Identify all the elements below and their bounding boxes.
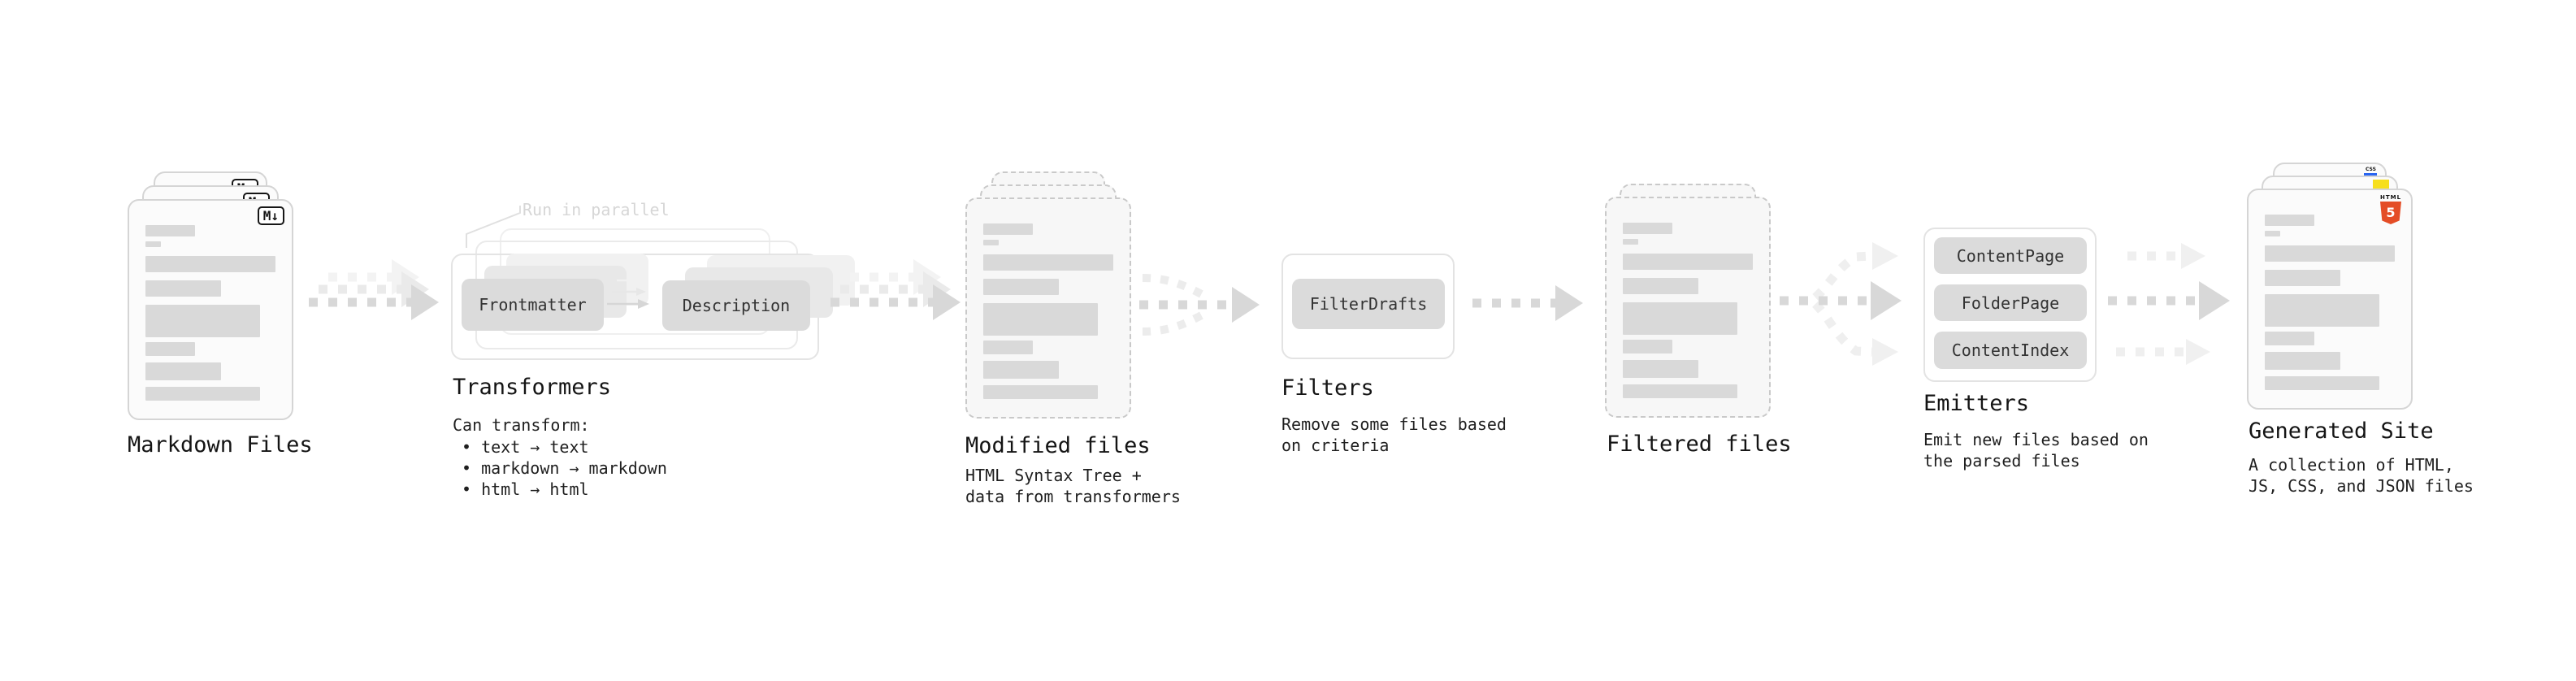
desc-line: JS, CSS, and JSON files <box>2249 476 2474 496</box>
html5-icon: HTML 5 <box>2380 194 2401 224</box>
annotation-connector-line <box>466 206 521 248</box>
stage-title-filters: Filters <box>1281 375 1374 401</box>
stage-title-transformers: Transformers <box>453 375 612 400</box>
modified-file-card-front <box>965 197 1131 419</box>
skeleton-bar <box>2265 245 2395 262</box>
skeleton-text-bars <box>2265 215 2395 390</box>
javascript-icon <box>2373 180 2389 190</box>
skeleton-bar <box>983 223 1033 235</box>
arrow-modified-to-filters <box>1139 274 1260 336</box>
skeleton-bar <box>983 240 1000 245</box>
skeleton-bar <box>1623 384 1737 398</box>
stage-title-filtered-files: Filtered files <box>1607 432 1792 457</box>
skeleton-bar <box>983 340 1033 354</box>
filtered-file-card-front <box>1605 197 1771 418</box>
filters-desc: Remove some files based on criteria <box>1281 414 1507 456</box>
skeleton-bar <box>983 361 1059 379</box>
skeleton-bar <box>145 256 275 272</box>
desc-line: the parsed files <box>1923 451 2080 471</box>
bullet-item: • markdown → markdown <box>462 458 667 478</box>
skeleton-bar <box>145 305 260 337</box>
skeleton-bar <box>983 254 1113 271</box>
run-in-parallel-annotation: Run in parallel <box>523 200 670 219</box>
bullet-item: • text → text <box>462 437 589 457</box>
markdown-icon: M↓ <box>257 206 284 225</box>
skeleton-bar <box>983 279 1059 295</box>
emitters-desc: Emit new files based on the parsed files <box>1923 429 2149 471</box>
skeleton-bar <box>145 225 195 236</box>
modified-files-desc: HTML Syntax Tree + data from transformer… <box>965 465 1181 507</box>
skeleton-bar <box>2265 332 2314 345</box>
skeleton-bar <box>1623 360 1698 378</box>
skeleton-bar <box>983 303 1098 336</box>
skeleton-bar <box>145 342 195 356</box>
skeleton-bar <box>2265 215 2314 226</box>
skeleton-text-bars <box>145 225 275 401</box>
stage-title-emitters: Emitters <box>1923 391 2030 416</box>
transformers-bullets: • text → text • markdown → markdown • ht… <box>462 436 667 500</box>
bullet-item: • html → html <box>462 479 589 499</box>
skeleton-bar <box>145 362 221 380</box>
skeleton-bar <box>983 385 1098 399</box>
filterdrafts-box: FilterDrafts <box>1292 279 1445 329</box>
stage-title-markdown-files: Markdown Files <box>128 432 313 458</box>
skeleton-bar <box>145 280 221 297</box>
emitter-box-contentindex: ContentIndex <box>1934 332 2087 369</box>
skeleton-bar <box>1623 278 1698 294</box>
skeleton-bar <box>145 241 162 247</box>
css-icon: CSS <box>2364 167 2378 176</box>
skeleton-bar <box>2265 376 2379 390</box>
skeleton-bar <box>145 387 260 401</box>
stage-title-generated-site: Generated Site <box>2249 419 2434 444</box>
desc-line: Emit new files based on <box>1923 430 2149 449</box>
arrow-emitters-to-generated <box>2108 243 2230 365</box>
skeleton-bar <box>1623 254 1753 270</box>
skeleton-text-bars <box>1623 223 1753 398</box>
arrow-filtered-to-emitters <box>1780 242 1902 366</box>
desc-line: A collection of HTML, <box>2249 455 2454 475</box>
desc-line: on criteria <box>1281 436 1390 455</box>
skeleton-bar <box>2265 270 2340 286</box>
stage-title-modified-files: Modified files <box>965 433 1151 458</box>
emitter-box-contentpage: ContentPage <box>1934 237 2087 274</box>
desc-line: HTML Syntax Tree + <box>965 466 1142 485</box>
desc-line: Remove some files based <box>1281 414 1507 434</box>
skeleton-bar <box>2265 231 2281 236</box>
skeleton-bar <box>2265 294 2379 327</box>
arrow-filters-to-filtered <box>1472 285 1583 321</box>
generated-file-card-html: HTML 5 <box>2247 189 2413 410</box>
markdown-file-card-front: M↓ <box>128 199 293 420</box>
skeleton-bar <box>2265 352 2340 370</box>
emitter-box-folderpage: FolderPage <box>1934 284 2087 321</box>
skeleton-text-bars <box>983 223 1113 399</box>
desc-line: data from transformers <box>965 487 1181 506</box>
generated-site-desc: A collection of HTML, JS, CSS, and JSON … <box>2249 454 2474 497</box>
description-box: Description <box>662 280 810 331</box>
transform-step-arrows <box>607 276 649 309</box>
skeleton-bar <box>1623 340 1672 354</box>
arrow-markdown-to-transformers <box>309 259 439 320</box>
skeleton-bar <box>1623 239 1639 245</box>
transformers-desc-heading: Can transform: <box>453 415 590 435</box>
frontmatter-box: Frontmatter <box>462 279 604 331</box>
skeleton-bar <box>1623 302 1737 335</box>
skeleton-bar <box>1623 223 1672 234</box>
arrow-transformers-to-modified <box>830 259 961 320</box>
